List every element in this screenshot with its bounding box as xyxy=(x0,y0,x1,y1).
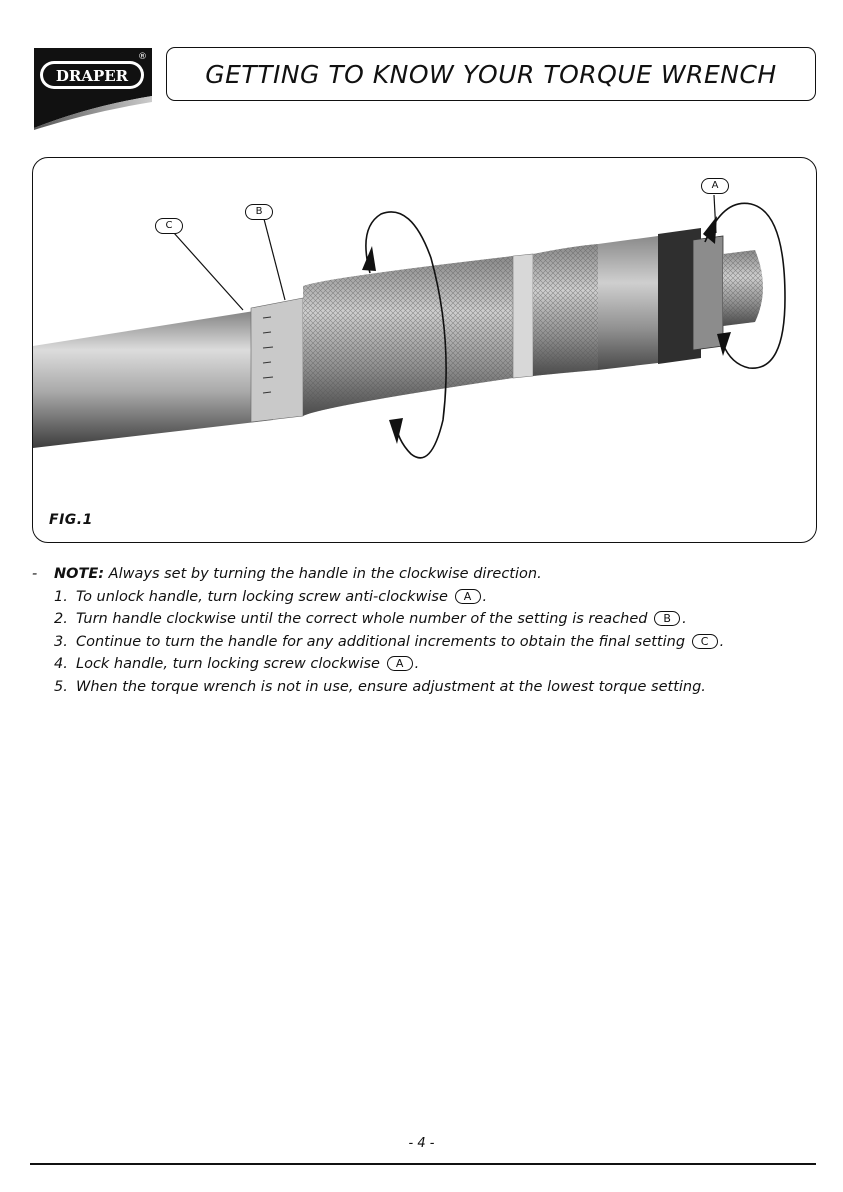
wrench-shaft xyxy=(33,308,273,448)
steps-list: 1. To unlock handle, turn locking screw a… xyxy=(32,586,822,699)
step-text: To unlock handle, turn locking screw ant… xyxy=(76,588,448,605)
step-callout-ref: C xyxy=(691,633,718,649)
note-label: NOTE: xyxy=(54,566,105,582)
step-5: 5. When the torque wrench is not in use, … xyxy=(32,676,822,699)
step-3: 3. Continue to turn the handle for any ad… xyxy=(32,631,822,654)
registered-mark: ® xyxy=(138,52,147,62)
brand-name: DRAPER xyxy=(56,67,129,85)
leader-line-b xyxy=(263,218,286,301)
step-end: . xyxy=(414,656,420,672)
end-cap xyxy=(598,236,658,370)
torque-wrench-illustration xyxy=(33,194,786,459)
step-number: 1. xyxy=(54,588,68,605)
step-number: 4. xyxy=(54,656,68,672)
screw-rotation-arrow-down-icon xyxy=(717,332,731,356)
note-text: Always set by turning the handle in the … xyxy=(104,566,542,582)
step-number: 2. xyxy=(54,611,68,627)
scale-collar xyxy=(250,297,304,423)
scale-marks xyxy=(262,316,274,394)
step-text: Continue to turn the handle for any addi… xyxy=(76,633,686,650)
leader-line-c xyxy=(173,232,244,311)
step-2: 2. Turn handle clockwise until the correc… xyxy=(32,608,822,631)
step-4: 4. Lock handle, turn locking screw clockw… xyxy=(32,653,822,676)
leader-line-a xyxy=(713,194,717,234)
page-title: GETTING TO KNOW YOUR TORQUE WRENCH xyxy=(205,59,777,89)
locking-nut xyxy=(692,235,724,351)
step-callout-ref: A xyxy=(454,588,481,604)
step-end: . xyxy=(682,611,687,627)
step-number: 5. xyxy=(54,678,68,695)
note-row: - NOTE: Always set by turning the handle… xyxy=(32,563,822,586)
screw-rotation-path xyxy=(704,202,786,369)
step-text: Lock handle, turn locking screw clockwis… xyxy=(76,656,380,672)
footer-rule xyxy=(30,1163,816,1165)
step-end: . xyxy=(719,633,725,650)
step-callout-ref: B xyxy=(654,611,681,626)
draper-logo: DRAPER ® xyxy=(30,44,154,130)
figure-label: FIG.1 xyxy=(49,512,93,528)
page-title-box: GETTING TO KNOW YOUR TORQUE WRENCH xyxy=(166,47,816,101)
step-text: When the torque wrench is not in use, en… xyxy=(76,678,706,695)
figure-1: A B C FIG.1 xyxy=(32,157,817,543)
step-end: . xyxy=(482,588,488,605)
instructions: - NOTE: Always set by turning the handle… xyxy=(32,563,822,698)
screw-rotation-arrow-up-icon xyxy=(703,216,717,244)
note-dash: - xyxy=(32,566,38,582)
grip-rotation-arrow-up-icon xyxy=(362,246,376,271)
locking-collar xyxy=(658,228,701,364)
callout-b: B xyxy=(245,204,273,220)
grip-ring xyxy=(512,253,534,379)
grip-rotation-arrow-down-icon xyxy=(389,418,403,444)
callout-c: C xyxy=(155,218,183,234)
step-1: 1. To unlock handle, turn locking screw a… xyxy=(32,586,822,609)
step-number: 3. xyxy=(54,633,68,650)
page-number: - 4 - xyxy=(408,1136,435,1151)
callout-a: A xyxy=(701,178,729,194)
grip-rotation-path xyxy=(365,211,447,459)
step-callout-ref: A xyxy=(386,656,413,671)
step-text: Turn handle clockwise until the correct … xyxy=(76,611,648,627)
